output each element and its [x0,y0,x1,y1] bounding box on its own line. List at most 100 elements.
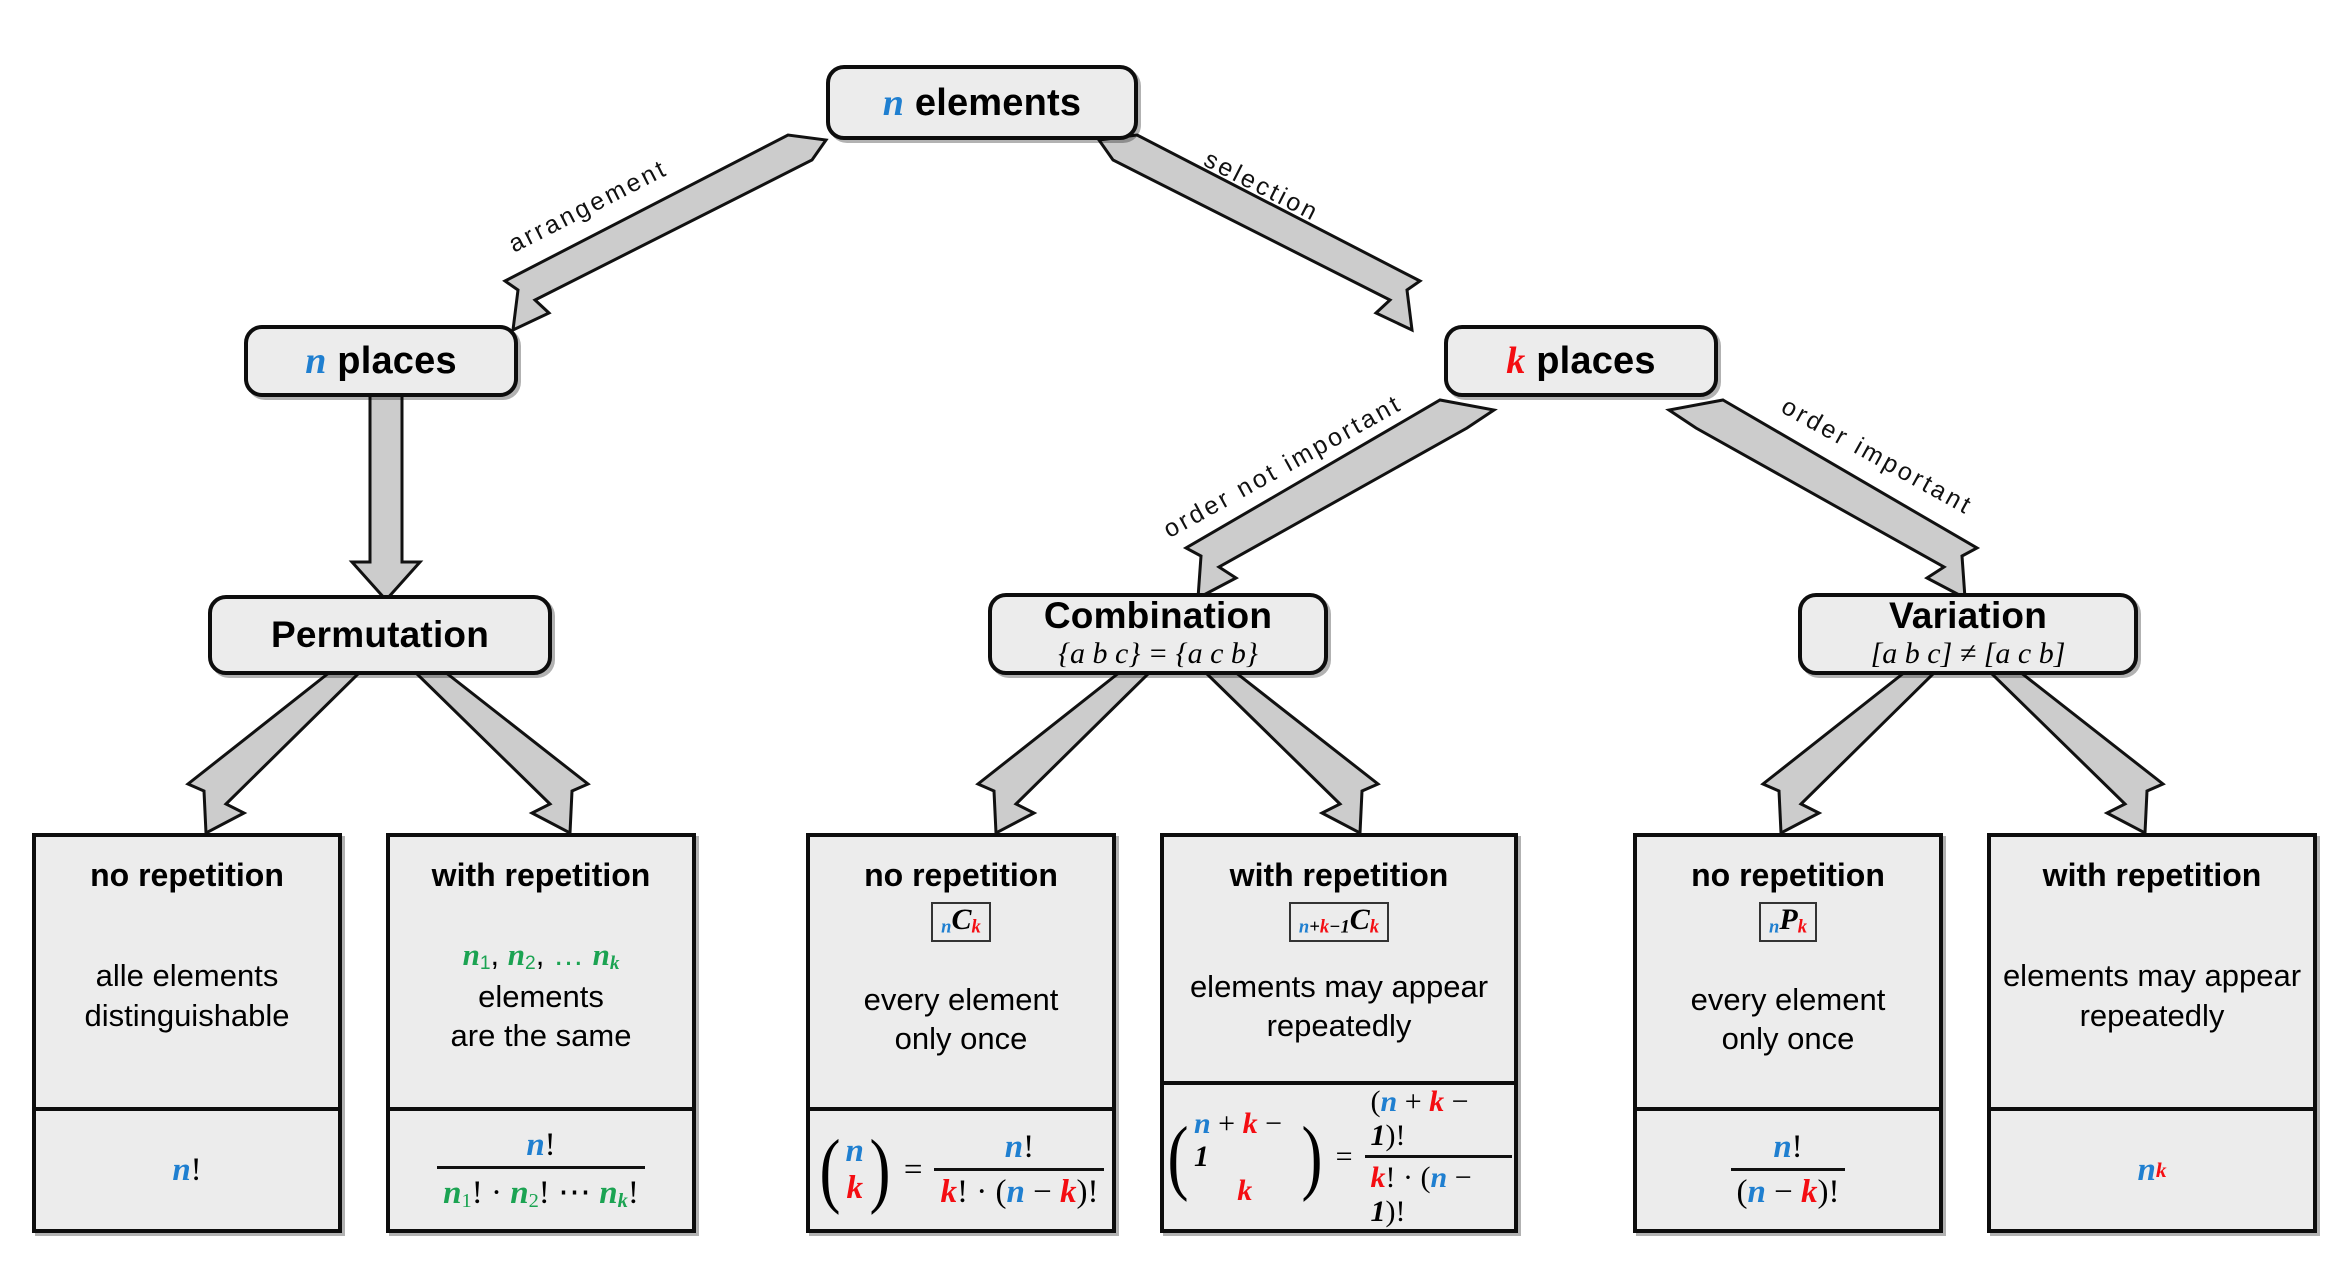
leaf-formula: n! [36,1107,338,1229]
node-variation-subtitle: [a b c] ≠ [a c b] [1870,637,2066,671]
den-one: 1 [1370,1195,1386,1228]
node-k-places[interactable]: k places [1444,325,1718,397]
badge-n: n [1298,916,1310,938]
den-n: n [1747,1174,1766,1210]
leaf-desc-elements: elements [478,978,604,1014]
leaf-head: with repetition [390,837,692,894]
node-combination-subtitle: {a b c} = {a c b} [1058,637,1258,671]
sub-2: 2 [528,1190,539,1213]
binomial-coefficient: ( n k ) [816,1127,894,1212]
leaf-desc-line1: every element [1690,981,1886,1017]
node-variation[interactable]: Variation [a b c] ≠ [a c b] [1798,593,2138,675]
lparen: ( [995,1174,1007,1210]
leaf-permutation-with-repetition[interactable]: with repetition n1, n2, … nk elements ar… [386,833,696,1233]
leaf-desc-line1: every element [863,981,1059,1017]
n2: n [510,1174,529,1211]
leaf-desc-line2: are the same [450,1018,632,1054]
badge-one: 1 [1340,916,1350,938]
left-paren: ( [1167,1109,1189,1203]
badge-C: C [1349,903,1370,936]
leaf-formula: n! (n − k)! [1637,1107,1939,1229]
leaf-head: with repetition n+k−1Ck [1164,837,1514,942]
sub-k: k [617,1190,628,1213]
node-combination[interactable]: Combination {a b c} = {a c b} [988,593,1328,675]
factorial: ! [1791,1129,1803,1165]
fraction-numerator: n! [1767,1129,1808,1168]
fraction-denominator: (n − k)! [1730,1168,1846,1211]
factorial: ! [471,1174,483,1211]
leaf-head-label: no repetition [1691,857,1885,893]
node-n-elements-label: n elements [883,81,1081,125]
formula-n: n [172,1151,191,1188]
leaf-head-label: no repetition [864,857,1058,893]
factorial: ! [538,1174,550,1211]
fraction-numerator: n! [999,1129,1040,1168]
fraction-denominator: k! · (n − k)! [934,1168,1105,1211]
den-k: k [1370,1161,1386,1194]
rparen: ) [1385,1195,1396,1228]
factorial2: ! [1087,1174,1099,1210]
lparen: ( [1370,1085,1381,1118]
badge-C: C [951,903,972,936]
node-variation-title: Variation [1888,594,2048,636]
leaf-head: no repetition nPk [1637,837,1939,942]
sub-2: 2 [525,952,536,974]
rparen: ) [1385,1119,1396,1152]
leaf-desc-line2: repeatedly [1266,1008,1412,1044]
node-n-elements[interactable]: n elements [826,65,1138,140]
leaf-variation-with-repetition[interactable]: with repetition elements may appear repe… [1987,833,2317,1233]
badge-P: P [1779,903,1798,936]
leaf-formula: n! n1! · n2! ⋯ nk! [390,1107,692,1229]
factorial: ! [1023,1129,1035,1165]
binom-k: k [1242,1106,1258,1140]
node-permutation[interactable]: Permutation [208,595,552,675]
dot-1: · [490,1174,502,1211]
leaf-head-label: with repetition [2042,857,2262,893]
badge-k: k [971,916,981,938]
equals-sign: = [1335,1140,1353,1173]
leaf-permutation-no-repetition[interactable]: no repetition alle elements distinguisha… [32,833,342,1233]
leaf-description: elements may appear repeatedly [1164,942,1514,1081]
leaf-description: alle elements distinguishable [36,894,338,1107]
rparen: ) [1076,1174,1088,1210]
minus: − [1454,1161,1472,1194]
den-n: n [1430,1161,1448,1194]
equals-sign: = [903,1151,923,1188]
leaf-desc-line2: only once [1721,1021,1855,1057]
badge-k: k [1319,916,1330,938]
arrow-combination-to-leaf3 [975,670,1154,836]
leaf-combination-no-repetition[interactable]: no repetition nCk every element only onc… [806,833,1116,1233]
binom-bottom-k: k [846,1170,863,1206]
binom-top: n + k − 1 [1194,1107,1296,1174]
badge-n: n [941,916,952,938]
leaf-variation-no-repetition[interactable]: no repetition nPk every element only onc… [1633,833,1943,1233]
leaf-description: every element only once [1637,942,1939,1107]
fraction: n! (n − k)! [1730,1129,1846,1211]
variable-n: n [882,81,905,124]
leaf-description: n1, n2, … nk elements are the same [390,894,692,1107]
badge-plus: + [1309,916,1320,938]
leaf-combination-with-repetition[interactable]: with repetition n+k−1Ck elements may app… [1160,833,1518,1233]
arrow-combination-to-leaf4 [1201,670,1381,836]
lparen: ( [1736,1174,1748,1210]
node-n-places-text: places [337,340,457,382]
leaf-desc-line2: repeatedly [2079,997,2225,1033]
node-n-places[interactable]: n places [244,325,518,397]
arrow-n-places-to-permutation [348,393,424,603]
fraction-numerator: (n + k − 1)! [1365,1085,1512,1155]
minus: − [1033,1174,1052,1210]
leaf-desc-line1: elements may appear [1189,968,1489,1004]
arrow-variation-to-leaf5 [1760,670,1939,836]
leaf-desc-line1: elements may appear [2002,957,2302,993]
leaf-desc-line2: only once [894,1021,1028,1057]
formula-k: k [940,1174,957,1210]
dot: · [976,1174,988,1210]
factorial: ! [956,1174,968,1210]
n1: n [443,1174,462,1211]
arrow-root-to-k-places [1096,133,1423,333]
factorial: ! [544,1126,556,1163]
num-one: 1 [1370,1119,1386,1152]
minus: − [1451,1085,1469,1118]
